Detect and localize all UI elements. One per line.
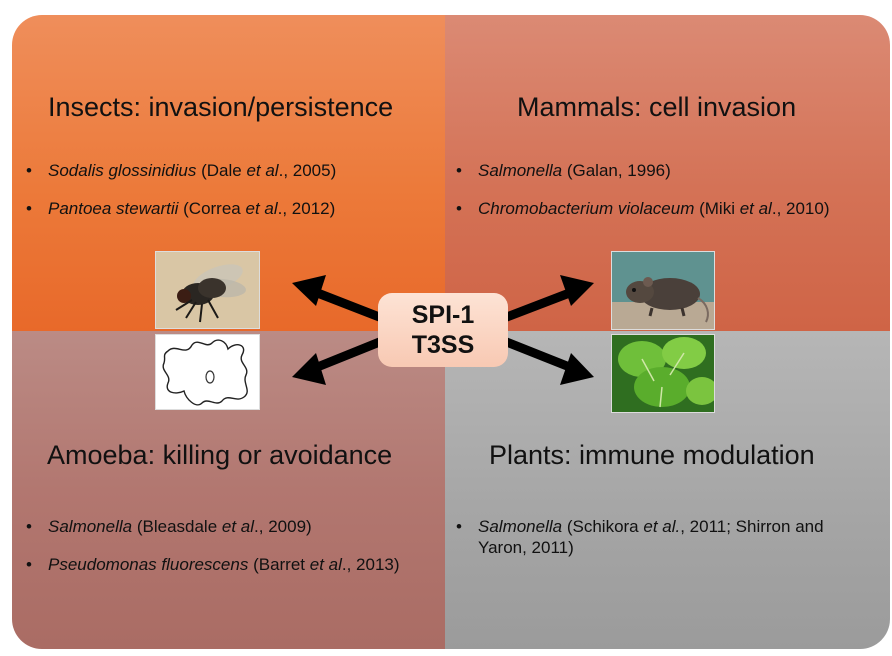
refs-insects: Sodalis glossinidius (Dale et al., 2005)… (26, 160, 426, 236)
amoeba-drawing (155, 334, 260, 410)
list-item: Salmonella (Bleasdale et al., 2009) (26, 516, 446, 537)
list-item: Salmonella (Galan, 1996) (456, 160, 886, 181)
center-label-box: SPI-1 T3SS (378, 293, 508, 367)
leaves-photo (611, 334, 715, 413)
list-item: Chromobacterium violaceum (Miki et al., … (456, 198, 886, 219)
list-item: Pseudomonas fluorescens (Barret et al., … (26, 554, 446, 575)
title-insects: Insects: invasion/persistence (48, 92, 394, 122)
center-label-line1: SPI-1 (411, 301, 475, 329)
center-label-line2: T3SS (411, 331, 475, 359)
list-item: Pantoea stewartii (Correa et al., 2012) (26, 198, 426, 219)
refs-plants: Salmonella (Schikora et al., 2011; Shirr… (456, 516, 836, 575)
refs-amoeba: Salmonella (Bleasdale et al., 2009) Pseu… (26, 516, 446, 592)
list-item: Salmonella (Schikora et al., 2011; Shirr… (456, 516, 836, 558)
fly-photo (155, 251, 260, 329)
title-amoeba: Amoeba: killing or avoidance (47, 440, 393, 470)
title-plants: Plants: immune modulation (489, 440, 815, 470)
mouse-photo (611, 251, 715, 330)
title-mammals: Mammals: cell invasion (517, 92, 797, 122)
refs-mammals: Salmonella (Galan, 1996) Chromobacterium… (456, 160, 886, 236)
list-item: Sodalis glossinidius (Dale et al., 2005) (26, 160, 426, 181)
